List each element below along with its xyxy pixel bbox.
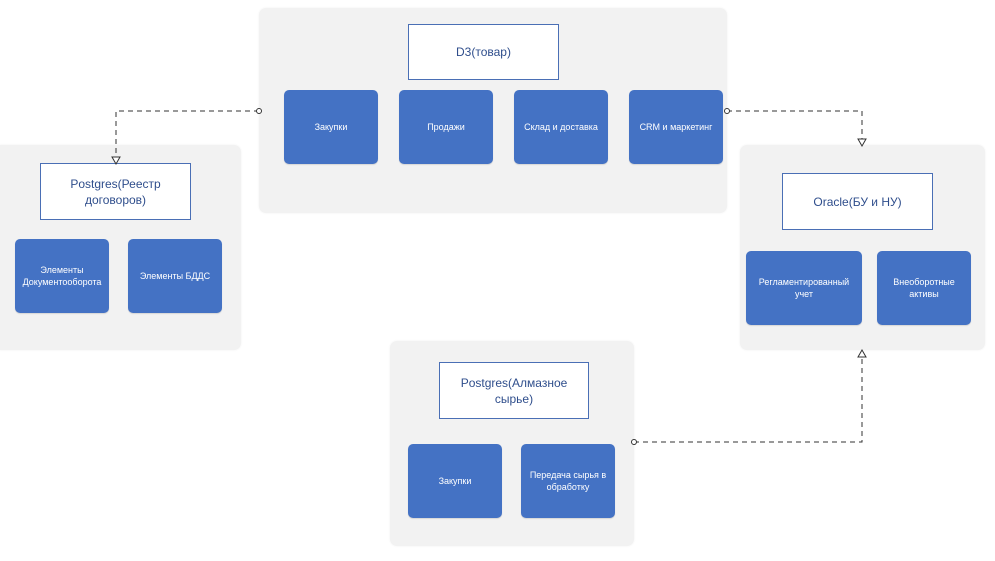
item-bdds-elements[interactable]: Элементы БДДС bbox=[128, 239, 222, 313]
group-postgres-contracts-title: Postgres(Реестр договоров) bbox=[40, 163, 191, 220]
item-non-current-assets[interactable]: Внеоборотные активы bbox=[877, 251, 971, 325]
item-regulated-accounting[interactable]: Регламентированный учет bbox=[746, 251, 862, 325]
item-d3-purchases[interactable]: Закупки bbox=[284, 90, 378, 164]
group-postgres-diamonds-title: Postgres(Алмазное сырье) bbox=[439, 362, 589, 419]
item-d3-crm-marketing[interactable]: CRM и маркетинг bbox=[629, 90, 723, 164]
item-d3-sales[interactable]: Продажи bbox=[399, 90, 493, 164]
connector-postgres-diamonds-to-oracle bbox=[631, 348, 867, 445]
item-d3-warehouse-delivery[interactable]: Склад и доставка bbox=[514, 90, 608, 164]
item-diamonds-purchases[interactable]: Закупки bbox=[408, 444, 502, 518]
item-document-flow-elements[interactable]: Элементы Документооборота bbox=[15, 239, 109, 313]
item-raw-transfer-processing[interactable]: Передача сырья в обработку bbox=[521, 444, 615, 518]
connector-d3-to-oracle bbox=[724, 108, 867, 148]
group-oracle-title: Oracle(БУ и НУ) bbox=[782, 173, 933, 230]
group-d3-title: D3(товар) bbox=[408, 24, 559, 80]
